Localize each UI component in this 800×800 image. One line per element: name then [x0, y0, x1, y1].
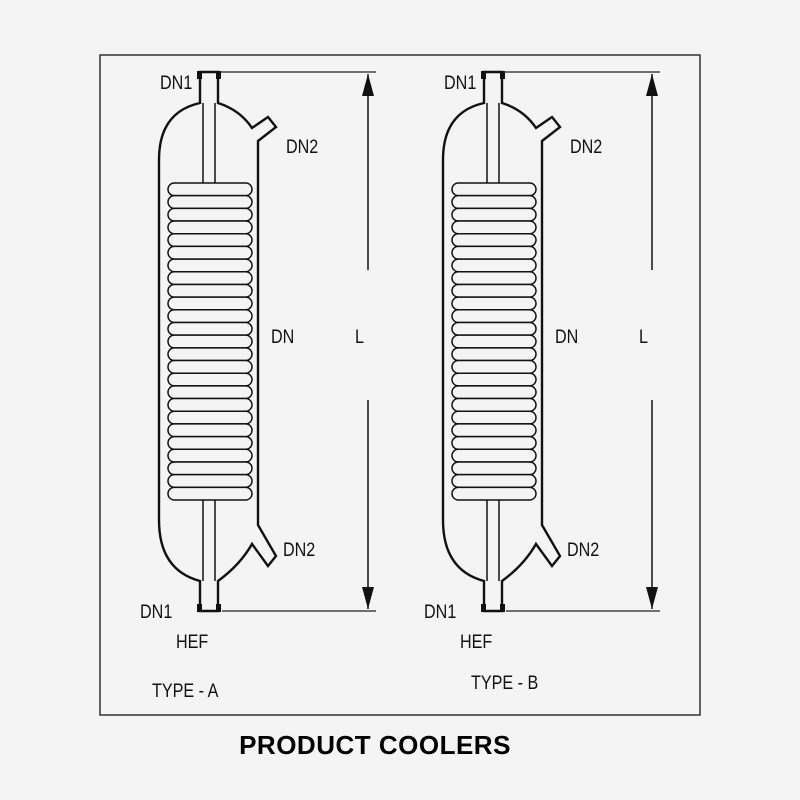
flange-top [481, 71, 486, 79]
coil-turn [167, 435, 253, 451]
coil-turn [451, 182, 537, 197]
coil-turn [451, 486, 537, 501]
label-type: TYPE - B [471, 672, 538, 694]
coil-turn [167, 359, 253, 374]
coil-turn [167, 461, 253, 476]
label-top-inlet: DN1 [444, 72, 476, 94]
coil-turn [167, 334, 253, 349]
coil-turn [451, 283, 537, 298]
coil-turn [167, 397, 253, 412]
coil-turn [451, 321, 537, 336]
arrow-up-icon [362, 74, 374, 96]
label-top-inlet: DN1 [160, 72, 192, 94]
coil-turn [451, 271, 537, 286]
vessel-shell [157, 70, 278, 613]
coil-turn [451, 385, 537, 400]
label-bottom-side: DN2 [567, 539, 599, 561]
label-length: L [639, 326, 648, 348]
coil-turn [451, 309, 537, 324]
coil-turn [167, 423, 253, 438]
coil-turn [451, 372, 537, 387]
coil-turn [167, 410, 253, 425]
coil-turn [451, 448, 537, 463]
coil-turn [167, 258, 253, 273]
coil-turn [451, 258, 537, 273]
diagram-title: PRODUCT COOLERS [239, 730, 511, 760]
flange-bottom [481, 604, 486, 612]
coil-turn [167, 372, 253, 387]
coil-turn [451, 220, 537, 235]
coil-turn [167, 245, 253, 260]
flange-bottom [197, 604, 202, 612]
diagram-border [99, 54, 701, 716]
label-coil: HEF [176, 631, 209, 653]
label-length: L [355, 326, 364, 348]
arrow-down-icon [362, 587, 374, 609]
coil-turn [167, 182, 253, 197]
coil-turn [451, 397, 537, 412]
coil-turn [451, 359, 537, 374]
vessel-shell [441, 70, 562, 613]
coil-turn [167, 220, 253, 235]
label-type: TYPE - A [152, 680, 219, 702]
coil-turn [451, 232, 537, 248]
coil-turn [451, 245, 537, 260]
coil-turn [451, 461, 537, 476]
flange-top [197, 71, 202, 79]
coil-turn [451, 334, 537, 349]
coil-turn [451, 296, 537, 311]
flange-bottom [500, 604, 505, 612]
coil-turn [167, 473, 253, 489]
coil-turn [167, 271, 253, 286]
label-bottom-inlet: DN1 [424, 601, 456, 623]
coil-turn [167, 207, 253, 222]
coil-turn [451, 194, 537, 210]
flange-top [500, 71, 505, 79]
coil-turn [167, 283, 253, 298]
label-top-side: DN2 [286, 136, 318, 158]
coil-turn [167, 321, 253, 336]
coil-turn [167, 232, 253, 248]
label-bottom-inlet: DN1 [140, 601, 172, 623]
label-shell-dn: DN [555, 326, 578, 348]
coil-turn [167, 347, 253, 362]
label-top-side: DN2 [570, 136, 602, 158]
coil-turn [167, 309, 253, 324]
label-bottom-side: DN2 [283, 539, 315, 561]
coil-turn [451, 207, 537, 222]
coil-turn [167, 448, 253, 463]
coil-turn [451, 435, 537, 451]
label-shell-dn: DN [271, 326, 294, 348]
coil-turn [451, 347, 537, 362]
label-coil: HEF [460, 631, 493, 653]
flange-top [216, 71, 221, 79]
coil-turn [451, 410, 537, 425]
coil-turn [451, 423, 537, 438]
coil-turn [451, 473, 537, 489]
coil-turn [167, 486, 253, 501]
arrow-down-icon [646, 587, 658, 609]
coil-turn [167, 385, 253, 400]
coil-turn [167, 194, 253, 210]
arrow-up-icon [646, 74, 658, 96]
flange-bottom [216, 604, 221, 612]
coil-turn [167, 296, 253, 311]
